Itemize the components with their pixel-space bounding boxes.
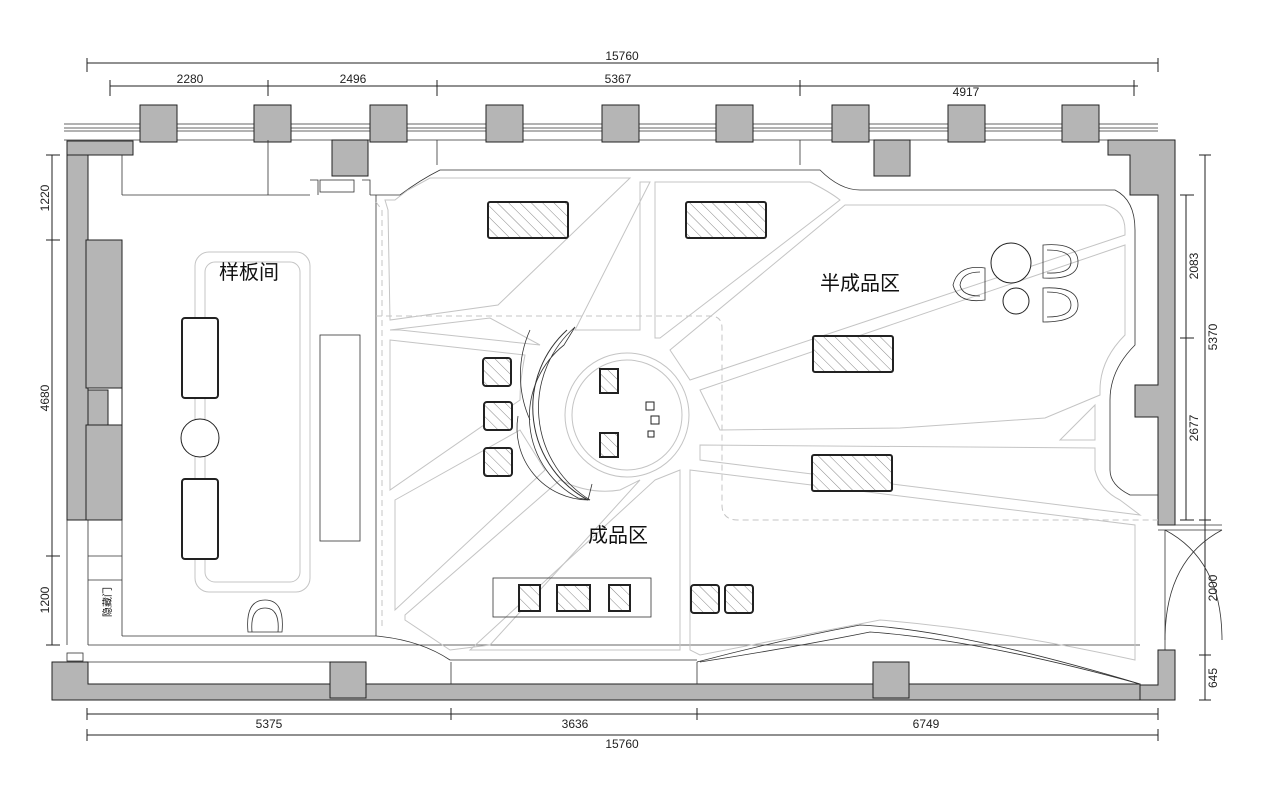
sample-room: 样板间 隐藏门 xyxy=(101,260,361,633)
sofa-top xyxy=(181,317,219,399)
top-column-8 xyxy=(947,104,986,143)
top-column-5 xyxy=(601,104,640,143)
dim-right-4: 2000 xyxy=(1206,574,1220,601)
curved-display-wall xyxy=(529,326,591,501)
top-column-6 xyxy=(715,104,754,143)
label-semi-finished-area: 半成品区 xyxy=(820,271,900,295)
shelf-item-1 xyxy=(518,584,541,612)
dim-top-seg-4: 4917 xyxy=(953,85,980,99)
display-table-3 xyxy=(812,335,894,373)
dim-right-3: 2677 xyxy=(1187,414,1201,441)
display-cube-1 xyxy=(482,357,512,387)
left-wall xyxy=(66,140,134,662)
inner-column-2 xyxy=(873,139,911,177)
top-column-2 xyxy=(253,104,292,143)
armchair xyxy=(247,599,283,633)
dim-bottom-seg-3: 6749 xyxy=(913,717,940,731)
counter xyxy=(319,334,361,542)
bottom-dimensions: 5375 3636 6749 15760 xyxy=(86,708,1159,751)
dim-top-seg-2: 2496 xyxy=(340,72,367,86)
dim-left-1: 1220 xyxy=(38,184,52,211)
lounge-table-large xyxy=(990,242,1032,284)
top-column-9 xyxy=(1061,104,1100,143)
top-column-7 xyxy=(831,104,870,143)
shelf-item-3 xyxy=(608,584,631,612)
bottom-wall xyxy=(51,644,1141,701)
inner-column-1 xyxy=(331,139,369,177)
label-finished-area: 成品区 xyxy=(588,523,648,547)
display-shelf xyxy=(492,577,652,618)
lounge-chair-1 xyxy=(952,266,986,302)
left-dimensions: 1220 4680 1200 xyxy=(38,154,60,646)
dim-left-3: 1200 xyxy=(38,586,52,613)
right-dimensions: 2083 2677 5370 2000 645 xyxy=(1180,154,1220,701)
right-wall xyxy=(1107,139,1223,701)
top-column-1 xyxy=(139,104,178,143)
bottom-column-2 xyxy=(872,661,910,699)
display-cube-3 xyxy=(483,447,513,477)
top-column-4 xyxy=(485,104,524,143)
dim-right-1: 2083 xyxy=(1187,252,1201,279)
label-sample-room: 样板间 xyxy=(219,260,279,284)
dim-top-total: 15760 xyxy=(605,49,639,63)
round-table xyxy=(180,418,220,458)
display-table-4 xyxy=(811,454,893,492)
top-column-3 xyxy=(369,104,408,143)
finished-area: 成品区 xyxy=(482,201,767,618)
lounge-chair-3 xyxy=(1042,287,1079,323)
lounge-table-small xyxy=(1002,287,1030,315)
sofa-bottom xyxy=(181,478,219,560)
dim-bottom-seg-1: 5375 xyxy=(256,717,283,731)
partitions xyxy=(121,140,1158,685)
dim-bottom-total: 15760 xyxy=(605,737,639,751)
display-table-2 xyxy=(685,201,767,239)
center-plinth-2 xyxy=(599,432,619,458)
display-cube-4 xyxy=(690,584,720,614)
semi-finished-area: 半成品区 xyxy=(811,242,1079,492)
dim-right-2: 5370 xyxy=(1206,323,1220,350)
display-table-1 xyxy=(487,201,569,239)
display-cube-2 xyxy=(483,401,513,431)
lounge-chair-2 xyxy=(1042,244,1079,279)
dim-top-seg-1: 2280 xyxy=(177,72,204,86)
top-wall xyxy=(64,104,1158,177)
shelf-item-2 xyxy=(556,584,591,612)
center-plinth-1 xyxy=(599,368,619,394)
top-dimensions: 15760 2280 2496 5367 4917 xyxy=(86,49,1159,99)
bottom-column-1 xyxy=(329,661,367,699)
dim-bottom-seg-2: 3636 xyxy=(562,717,589,731)
dim-right-5: 645 xyxy=(1206,668,1220,688)
label-hidden-door: 隐藏门 xyxy=(101,587,114,617)
dim-left-2: 4680 xyxy=(38,384,52,411)
display-cube-5 xyxy=(724,584,754,614)
dim-top-seg-3: 5367 xyxy=(605,72,632,86)
